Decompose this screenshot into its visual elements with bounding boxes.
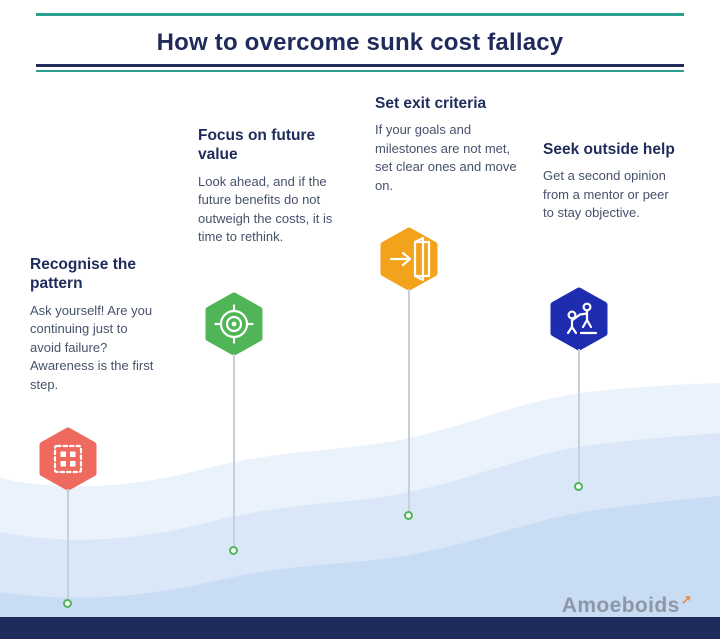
connector-stem <box>233 354 235 548</box>
step-body: Ask yourself! Are you continuing just to… <box>30 302 154 392</box>
target-icon <box>205 292 263 356</box>
brand-logo: Amoeboids↗ <box>562 592 692 618</box>
step-heading: Seek outside help <box>543 141 675 158</box>
step-3: Set exit criteria If your goals and mile… <box>375 94 523 195</box>
step-body: Get a second opinion from a mentor or pe… <box>543 168 669 221</box>
connector-stem <box>408 289 410 513</box>
brand-logo-text: Amoeboids <box>561 594 680 617</box>
step-heading: Recognise the pattern <box>30 256 136 293</box>
connector-dot <box>229 546 238 555</box>
exit-door-icon <box>380 227 438 291</box>
step-body: If your goals and milestones are not met… <box>375 122 517 193</box>
connector-dot <box>404 511 413 520</box>
step-1: Recognise the pattern Ask yourself! Are … <box>30 255 162 394</box>
connector-dot <box>63 599 72 608</box>
top-accent-rule <box>36 13 684 16</box>
step-heading: Focus on future value <box>198 127 316 164</box>
connector-stem <box>578 349 580 484</box>
step-heading: Set exit criteria <box>375 95 487 112</box>
bottom-bar <box>0 617 720 639</box>
step-body: Look ahead, and if the future benefits d… <box>198 173 333 245</box>
step-4: Seek outside help Get a second opinion f… <box>543 140 683 223</box>
pattern-icon <box>39 427 97 491</box>
wave-layer-deep <box>0 496 720 639</box>
step-2: Focus on future value Look ahead, and if… <box>198 126 340 247</box>
helping-people-icon <box>550 287 608 351</box>
brand-logo-arrow-icon: ↗ <box>680 592 692 607</box>
page-title: How to overcome sunk cost fallacy <box>156 29 564 56</box>
title-underline-navy <box>36 64 684 67</box>
connector-dot <box>574 482 583 491</box>
title-underline-teal <box>36 70 684 72</box>
connector-stem <box>67 489 69 601</box>
